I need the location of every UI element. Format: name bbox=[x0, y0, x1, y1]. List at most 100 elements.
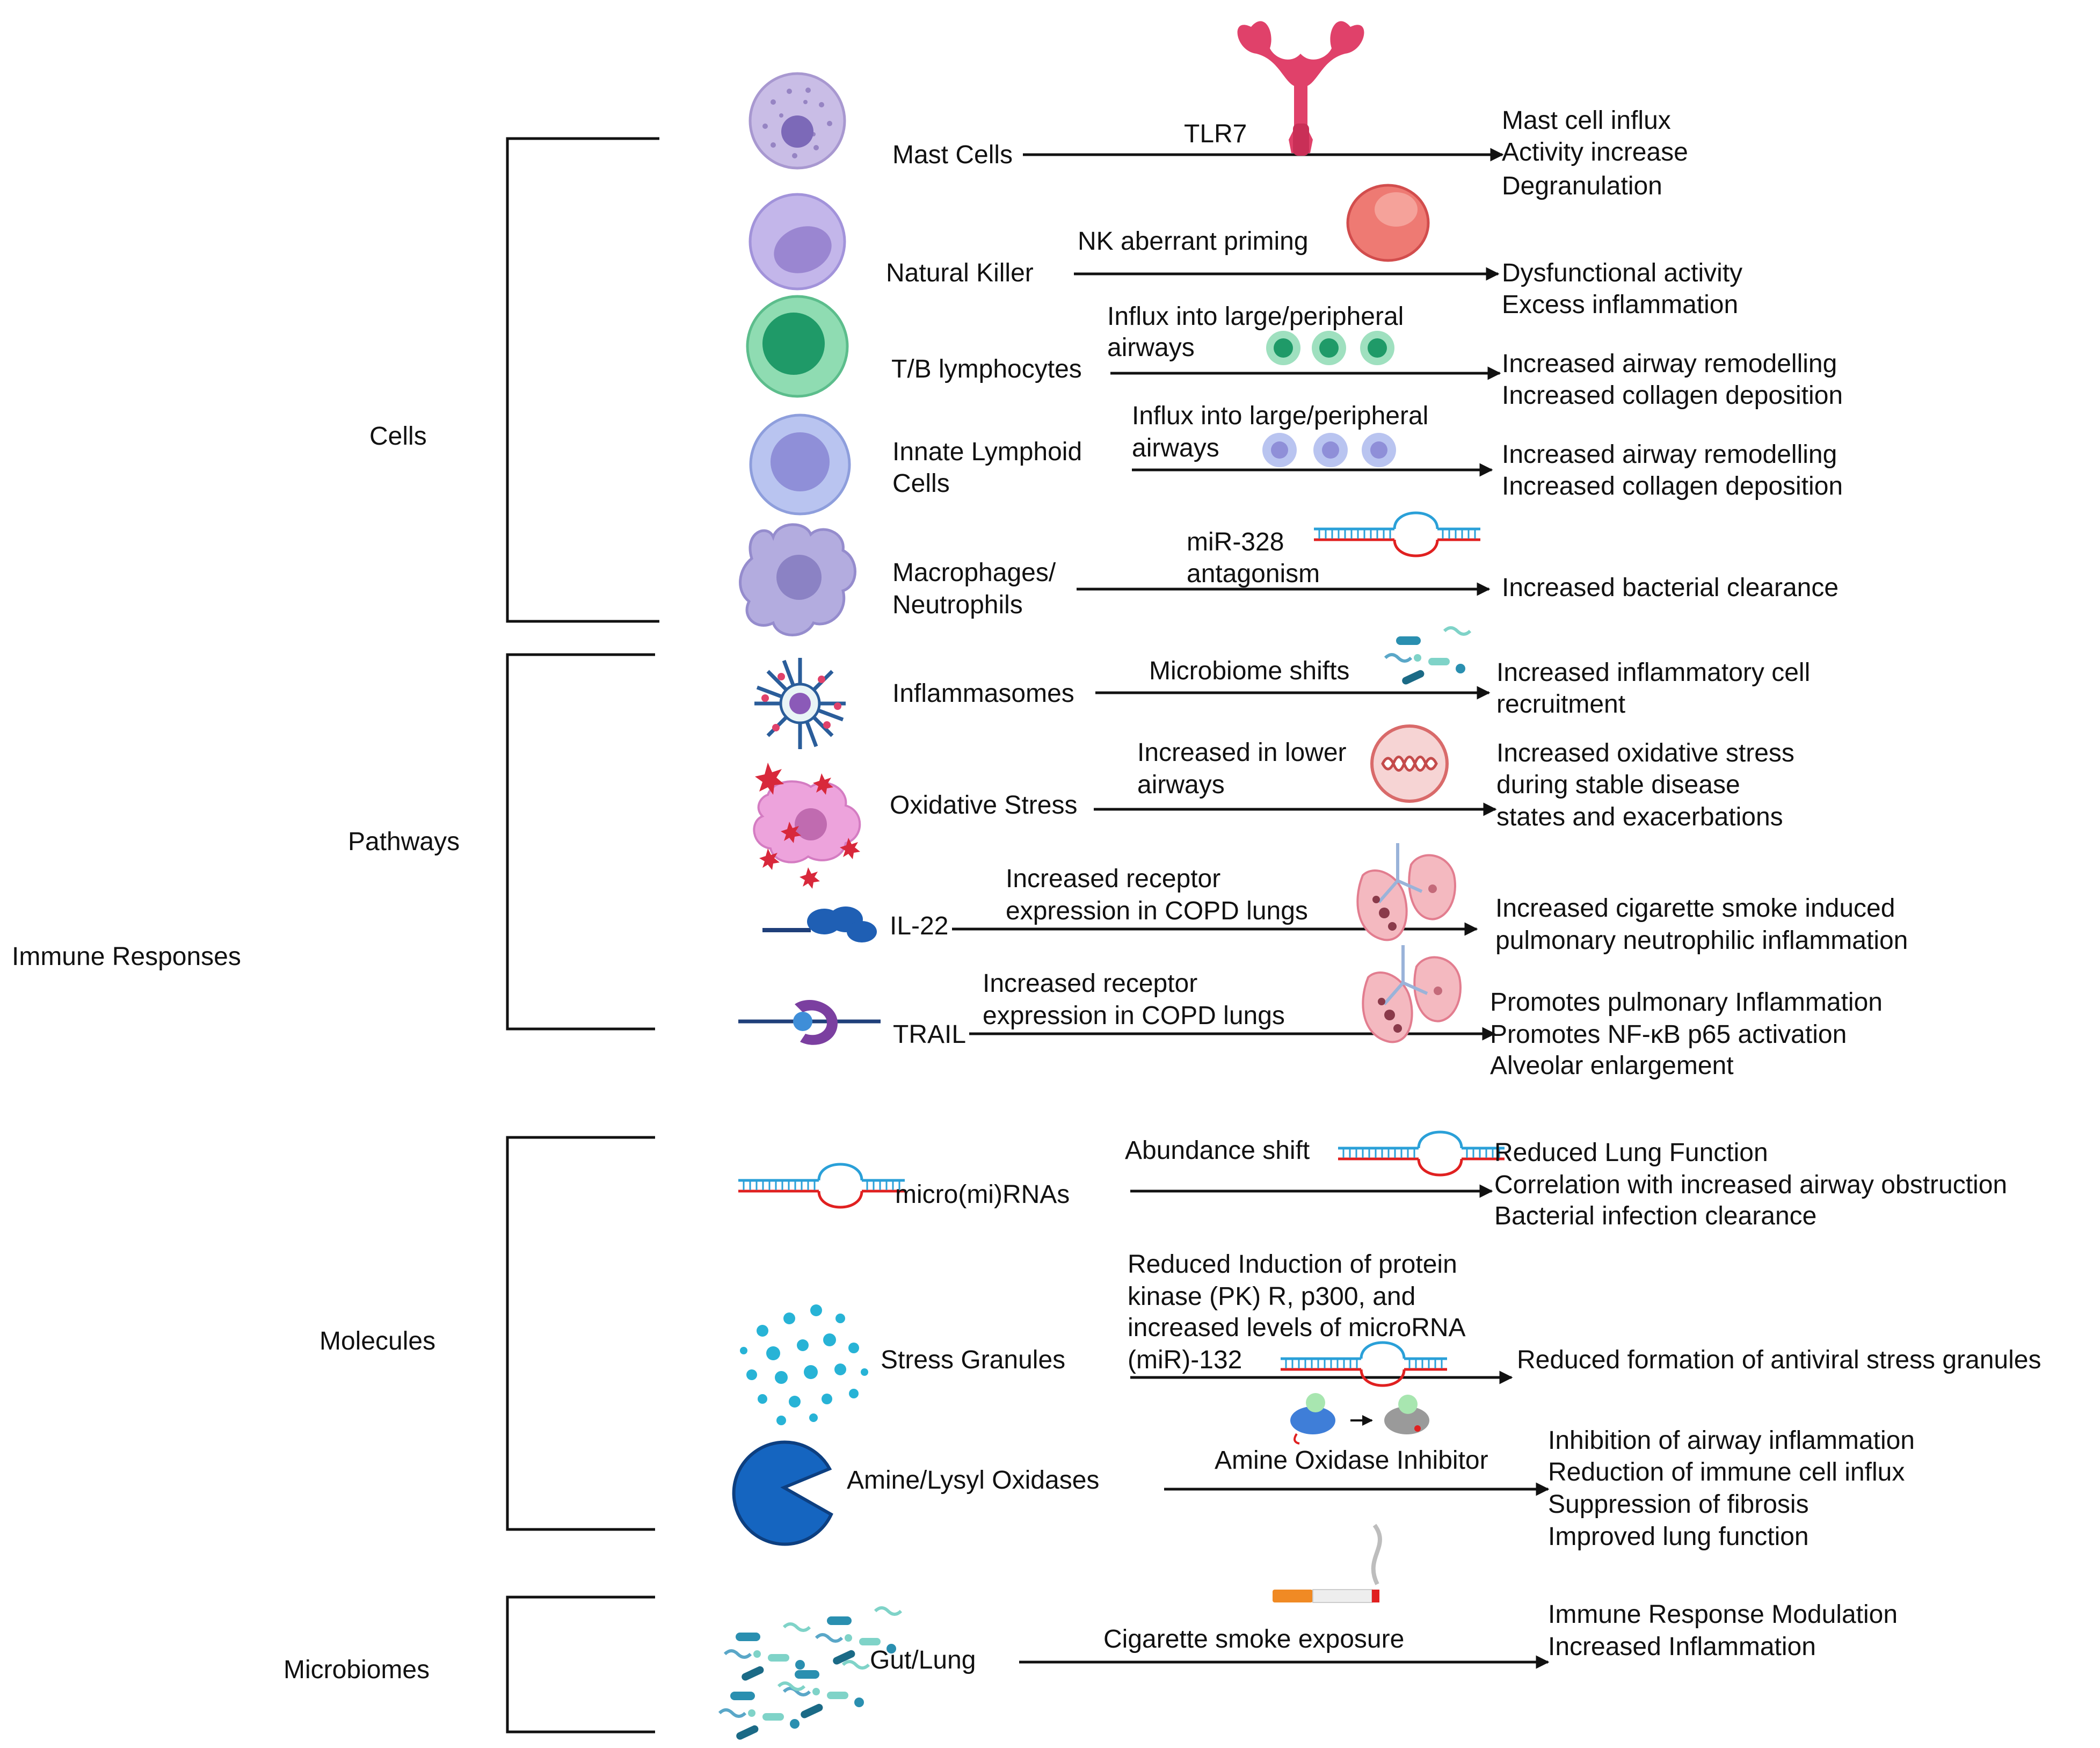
oxidative-stress-icon bbox=[753, 763, 861, 889]
out-text: Increased bacterial clearance bbox=[1502, 574, 1839, 602]
nk-red-cell-icon bbox=[1346, 184, 1430, 262]
out-text: pulmonary neutrophilic inflammation bbox=[1495, 926, 1908, 955]
row-name: T/B lymphocytes bbox=[891, 355, 1082, 383]
out-text: during stable disease bbox=[1496, 771, 1740, 799]
group-label-microbiomes: Microbiomes bbox=[284, 1656, 430, 1684]
mid-label: Cigarette smoke exposure bbox=[1103, 1625, 1404, 1653]
mirna-hairpin-icon bbox=[1314, 513, 1480, 556]
mid-label: (miR)-132 bbox=[1128, 1346, 1242, 1374]
out-text: states and exacerbations bbox=[1496, 803, 1783, 831]
green-cells-icon bbox=[1266, 331, 1394, 365]
out-text: Increased cigarette smoke induced bbox=[1495, 894, 1895, 923]
out-text: Increased collagen deposition bbox=[1502, 381, 1843, 410]
mid-label: airways bbox=[1107, 333, 1195, 362]
lymphocyte-icon bbox=[746, 295, 849, 398]
out-text: Mast cell influx bbox=[1502, 106, 1671, 135]
out-text: Bacterial infection clearance bbox=[1494, 1202, 1816, 1230]
out-text: Reduction of immune cell influx bbox=[1548, 1458, 1905, 1486]
mid-label: miR-328 bbox=[1187, 528, 1284, 556]
mid-label: antagonism bbox=[1187, 560, 1320, 588]
bracket-pathways bbox=[506, 653, 655, 1031]
mirna-hairpin-icon bbox=[1281, 1343, 1447, 1386]
mid-label: Influx into large/peripheral bbox=[1107, 302, 1404, 331]
bracket-cells bbox=[506, 137, 659, 623]
row-name: TRAIL bbox=[893, 1020, 966, 1049]
oxidase-pacman-icon bbox=[732, 1440, 833, 1546]
il22-receptor-icon bbox=[762, 906, 877, 942]
mid-label: kinase (PK) R, p300, and bbox=[1128, 1282, 1415, 1311]
out-text: Increased Inflammation bbox=[1548, 1633, 1816, 1661]
mid-label: Increased in lower bbox=[1137, 738, 1347, 767]
row-name: Innate Lymphoid bbox=[892, 438, 1082, 466]
cigarette-icon bbox=[1273, 1524, 1382, 1603]
mid-label: airways bbox=[1137, 771, 1225, 799]
out-text: Promotes NF-κB p65 activation bbox=[1490, 1020, 1847, 1049]
out-text: Immune Response Modulation bbox=[1548, 1600, 1898, 1629]
row-name: Macrophages/ bbox=[892, 559, 1056, 587]
blue-cells-icon bbox=[1262, 433, 1396, 467]
out-text: Reduced formation of antiviral stress gr… bbox=[1517, 1346, 2041, 1374]
mid-label: Abundance shift bbox=[1125, 1136, 1310, 1165]
mid-label: Reduced Induction of protein bbox=[1128, 1250, 1457, 1279]
out-text: Increased airway remodelling bbox=[1502, 350, 1837, 378]
row-name: IL-22 bbox=[890, 912, 948, 940]
row-name: Amine/Lysyl Oxidases bbox=[847, 1466, 1099, 1495]
root-label: Immune Responses bbox=[12, 942, 241, 971]
mid-label: Increased receptor bbox=[983, 969, 1197, 998]
lungs-icon bbox=[1357, 843, 1455, 940]
out-text: recruitment bbox=[1496, 690, 1625, 719]
row-name: micro(mi)RNAs bbox=[895, 1180, 1070, 1209]
bracket-molecules bbox=[506, 1136, 655, 1531]
row-name: Gut/Lung bbox=[870, 1646, 976, 1674]
out-text: Dysfunctional activity bbox=[1502, 259, 1742, 287]
row-name: Oxidative Stress bbox=[890, 791, 1077, 819]
out-text: Promotes pulmonary Inflammation bbox=[1490, 988, 1883, 1017]
mirna-icon bbox=[738, 1164, 905, 1207]
out-text: Excess inflammation bbox=[1502, 291, 1738, 319]
mid-label: expression in COPD lungs bbox=[1006, 897, 1308, 925]
uterus-tlr7-icon bbox=[1237, 21, 1364, 156]
group-label-molecules: Molecules bbox=[319, 1327, 435, 1355]
mid-label: Microbiome shifts bbox=[1149, 657, 1349, 685]
lungs-icon bbox=[1363, 945, 1460, 1042]
macrophage-icon bbox=[739, 523, 856, 636]
mast-cell-icon bbox=[749, 72, 846, 170]
bacteria-icon bbox=[1385, 628, 1470, 686]
mid-label: Influx into large/peripheral bbox=[1132, 402, 1428, 430]
bracket-microbiomes bbox=[506, 1595, 655, 1734]
row-name: Mast Cells bbox=[892, 141, 1013, 169]
row-name: Natural Killer bbox=[886, 259, 1034, 287]
inhibitor-icon bbox=[1290, 1393, 1429, 1445]
out-text: Increased airway remodelling bbox=[1502, 440, 1837, 469]
mid-label: TLR7 bbox=[1184, 120, 1247, 148]
row-name: Stress Granules bbox=[881, 1346, 1065, 1374]
out-text: Activity increase bbox=[1502, 138, 1688, 166]
out-text: Reduced Lung Function bbox=[1494, 1138, 1768, 1167]
ilc-cell-icon bbox=[749, 414, 851, 516]
mid-label: airways bbox=[1132, 434, 1219, 462]
out-text: Alveolar enlargement bbox=[1490, 1051, 1734, 1080]
mirna-hairpin-icon bbox=[1338, 1132, 1505, 1175]
stress-granules-icon bbox=[740, 1304, 868, 1425]
mid-label: Amine Oxidase Inhibitor bbox=[1215, 1446, 1488, 1475]
row-name: Cells bbox=[892, 469, 950, 498]
out-text: Increased collagen deposition bbox=[1502, 472, 1843, 501]
out-text: Degranulation bbox=[1502, 172, 1662, 200]
out-text: Correlation with increased airway obstru… bbox=[1494, 1171, 2007, 1199]
inflammasome-icon bbox=[754, 658, 846, 749]
mid-label: Increased receptor bbox=[1006, 865, 1220, 893]
group-label-cells: Cells bbox=[369, 422, 427, 451]
trail-receptor-icon bbox=[738, 1000, 881, 1045]
group-label-pathways: Pathways bbox=[348, 828, 460, 856]
mid-label: expression in COPD lungs bbox=[983, 1002, 1285, 1030]
out-text: Improved lung function bbox=[1548, 1522, 1809, 1551]
out-text: Increased oxidative stress bbox=[1496, 739, 1794, 767]
row-name: Inflammasomes bbox=[892, 679, 1074, 708]
out-text: Suppression of fibrosis bbox=[1548, 1490, 1809, 1519]
out-text: Increased inflammatory cell bbox=[1496, 658, 1810, 687]
airway-cross-section-icon bbox=[1370, 724, 1449, 803]
row-name: Neutrophils bbox=[892, 591, 1023, 619]
out-text: Inhibition of airway inflammation bbox=[1548, 1426, 1915, 1455]
mid-label: increased levels of microRNA bbox=[1128, 1314, 1466, 1342]
mid-label: NK aberrant priming bbox=[1078, 227, 1309, 256]
